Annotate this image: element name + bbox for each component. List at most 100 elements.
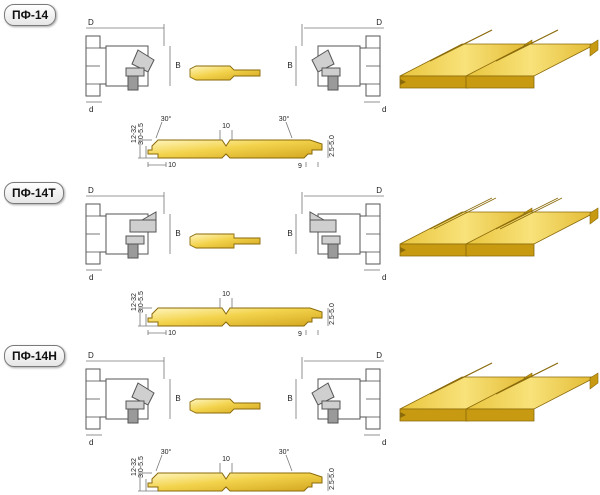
board3d-front — [465, 243, 535, 257]
board3d-front — [399, 75, 469, 89]
knife-spur — [127, 408, 139, 424]
cutter-right — [311, 368, 381, 430]
label-B-right: B — [287, 229, 292, 238]
knife-tip — [309, 211, 326, 221]
knife-insert — [131, 49, 155, 73]
board-section-small — [189, 233, 261, 249]
cutter-left — [85, 368, 155, 430]
label-dim-2-5-5: 2.5-5.0 — [329, 303, 336, 325]
board3d-front — [399, 408, 469, 422]
knife-spur — [127, 75, 139, 91]
knife-spur — [127, 243, 139, 259]
knife-insert — [311, 49, 335, 73]
knife-spur — [327, 243, 339, 259]
label-d-right: d — [382, 105, 386, 114]
label-dim-9: 9 — [298, 331, 302, 338]
label-dim-10-top: 10 — [222, 291, 230, 298]
label-D-right: D — [376, 18, 382, 27]
board3d-tongue — [589, 372, 599, 390]
board3d-tongue — [589, 207, 599, 225]
cutter-right — [311, 35, 381, 97]
board-profile — [147, 139, 323, 159]
board-profile — [147, 472, 323, 492]
board3d-end — [400, 412, 406, 418]
label-dim-3-5-5: 3.0-5.5 — [138, 123, 145, 145]
board3d-front — [399, 243, 469, 257]
board3d-groove — [495, 197, 563, 230]
angle-line — [285, 121, 293, 139]
board-section-small — [189, 398, 261, 414]
label-dim-3-5-5: 3.0-5.5 — [138, 291, 145, 313]
cutter-left — [85, 203, 157, 265]
label-B-right: B — [287, 394, 292, 403]
board3d-groove — [429, 197, 497, 230]
label-d-left: d — [89, 438, 93, 447]
board3d-groove — [495, 29, 559, 62]
angle-line — [155, 121, 163, 139]
label-D-left: D — [88, 18, 94, 27]
knife-lower — [321, 400, 341, 410]
knife-lower — [125, 235, 145, 245]
label-D-left: D — [88, 351, 94, 360]
knife-insert — [129, 219, 157, 233]
board3d-front — [465, 75, 535, 89]
label-dim-2-5-5: 2.5-5.0 — [329, 135, 336, 157]
label-D-right: D — [376, 186, 382, 195]
label-B-left: B — [175, 61, 180, 70]
label-dim-10-bottom: 10 — [168, 330, 176, 337]
knife-insert — [311, 382, 335, 406]
knife-insert — [309, 219, 337, 233]
label-angle-left: 30° — [161, 448, 172, 456]
cutter-right — [309, 203, 381, 265]
label-dim-12-32: 12-32 — [131, 293, 138, 311]
board3d-tongue — [589, 39, 599, 57]
label-d-left: d — [89, 273, 93, 282]
label-B-left: B — [175, 394, 180, 403]
label-dim-2-5-5: 2.5-5.0 — [329, 468, 336, 490]
angle-line — [285, 454, 293, 472]
label-B-left: B — [175, 229, 180, 238]
knife-lower — [125, 400, 145, 410]
label-dim-9: 9 — [298, 163, 302, 170]
label-D-left: D — [88, 186, 94, 195]
knife-insert — [131, 382, 155, 406]
label-dim-12-32: 12-32 — [131, 458, 138, 476]
board3d-groove — [495, 362, 559, 395]
angle-line — [155, 454, 163, 472]
cutter-left — [85, 35, 155, 97]
label-angle-left: 30° — [161, 115, 172, 123]
knife-lower — [321, 67, 341, 77]
label-B-right: B — [287, 61, 292, 70]
board3d-groove — [429, 29, 493, 62]
board-section-small — [189, 65, 261, 81]
board-profile — [147, 307, 323, 327]
knife-tip — [140, 211, 157, 221]
label-dim-3-5-5: 3.0-5.5 — [138, 456, 145, 478]
label-angle-right: 30° — [279, 448, 290, 456]
section-label-pf14t: ПФ-14Т — [4, 182, 64, 204]
board3d-end — [400, 247, 406, 253]
label-dim-10-top: 10 — [222, 456, 230, 463]
knife-spur — [327, 408, 339, 424]
label-dim-10-bottom: 10 — [168, 162, 176, 169]
label-d-right: d — [382, 273, 386, 282]
board3d-end — [400, 79, 406, 85]
board3d-groove — [429, 362, 493, 395]
section-label-pf14: ПФ-14 — [4, 4, 57, 26]
label-dim-12-32: 12-32 — [131, 125, 138, 143]
knife-spur — [327, 75, 339, 91]
label-D-right: D — [376, 351, 382, 360]
board3d-front — [465, 408, 535, 422]
label-dim-10-top: 10 — [222, 123, 230, 130]
label-d-right: d — [382, 438, 386, 447]
knife-lower — [321, 235, 341, 245]
section-label-pf14n: ПФ-14Н — [4, 345, 65, 367]
label-d-left: d — [89, 105, 93, 114]
knife-lower — [125, 67, 145, 77]
label-angle-right: 30° — [279, 115, 290, 123]
